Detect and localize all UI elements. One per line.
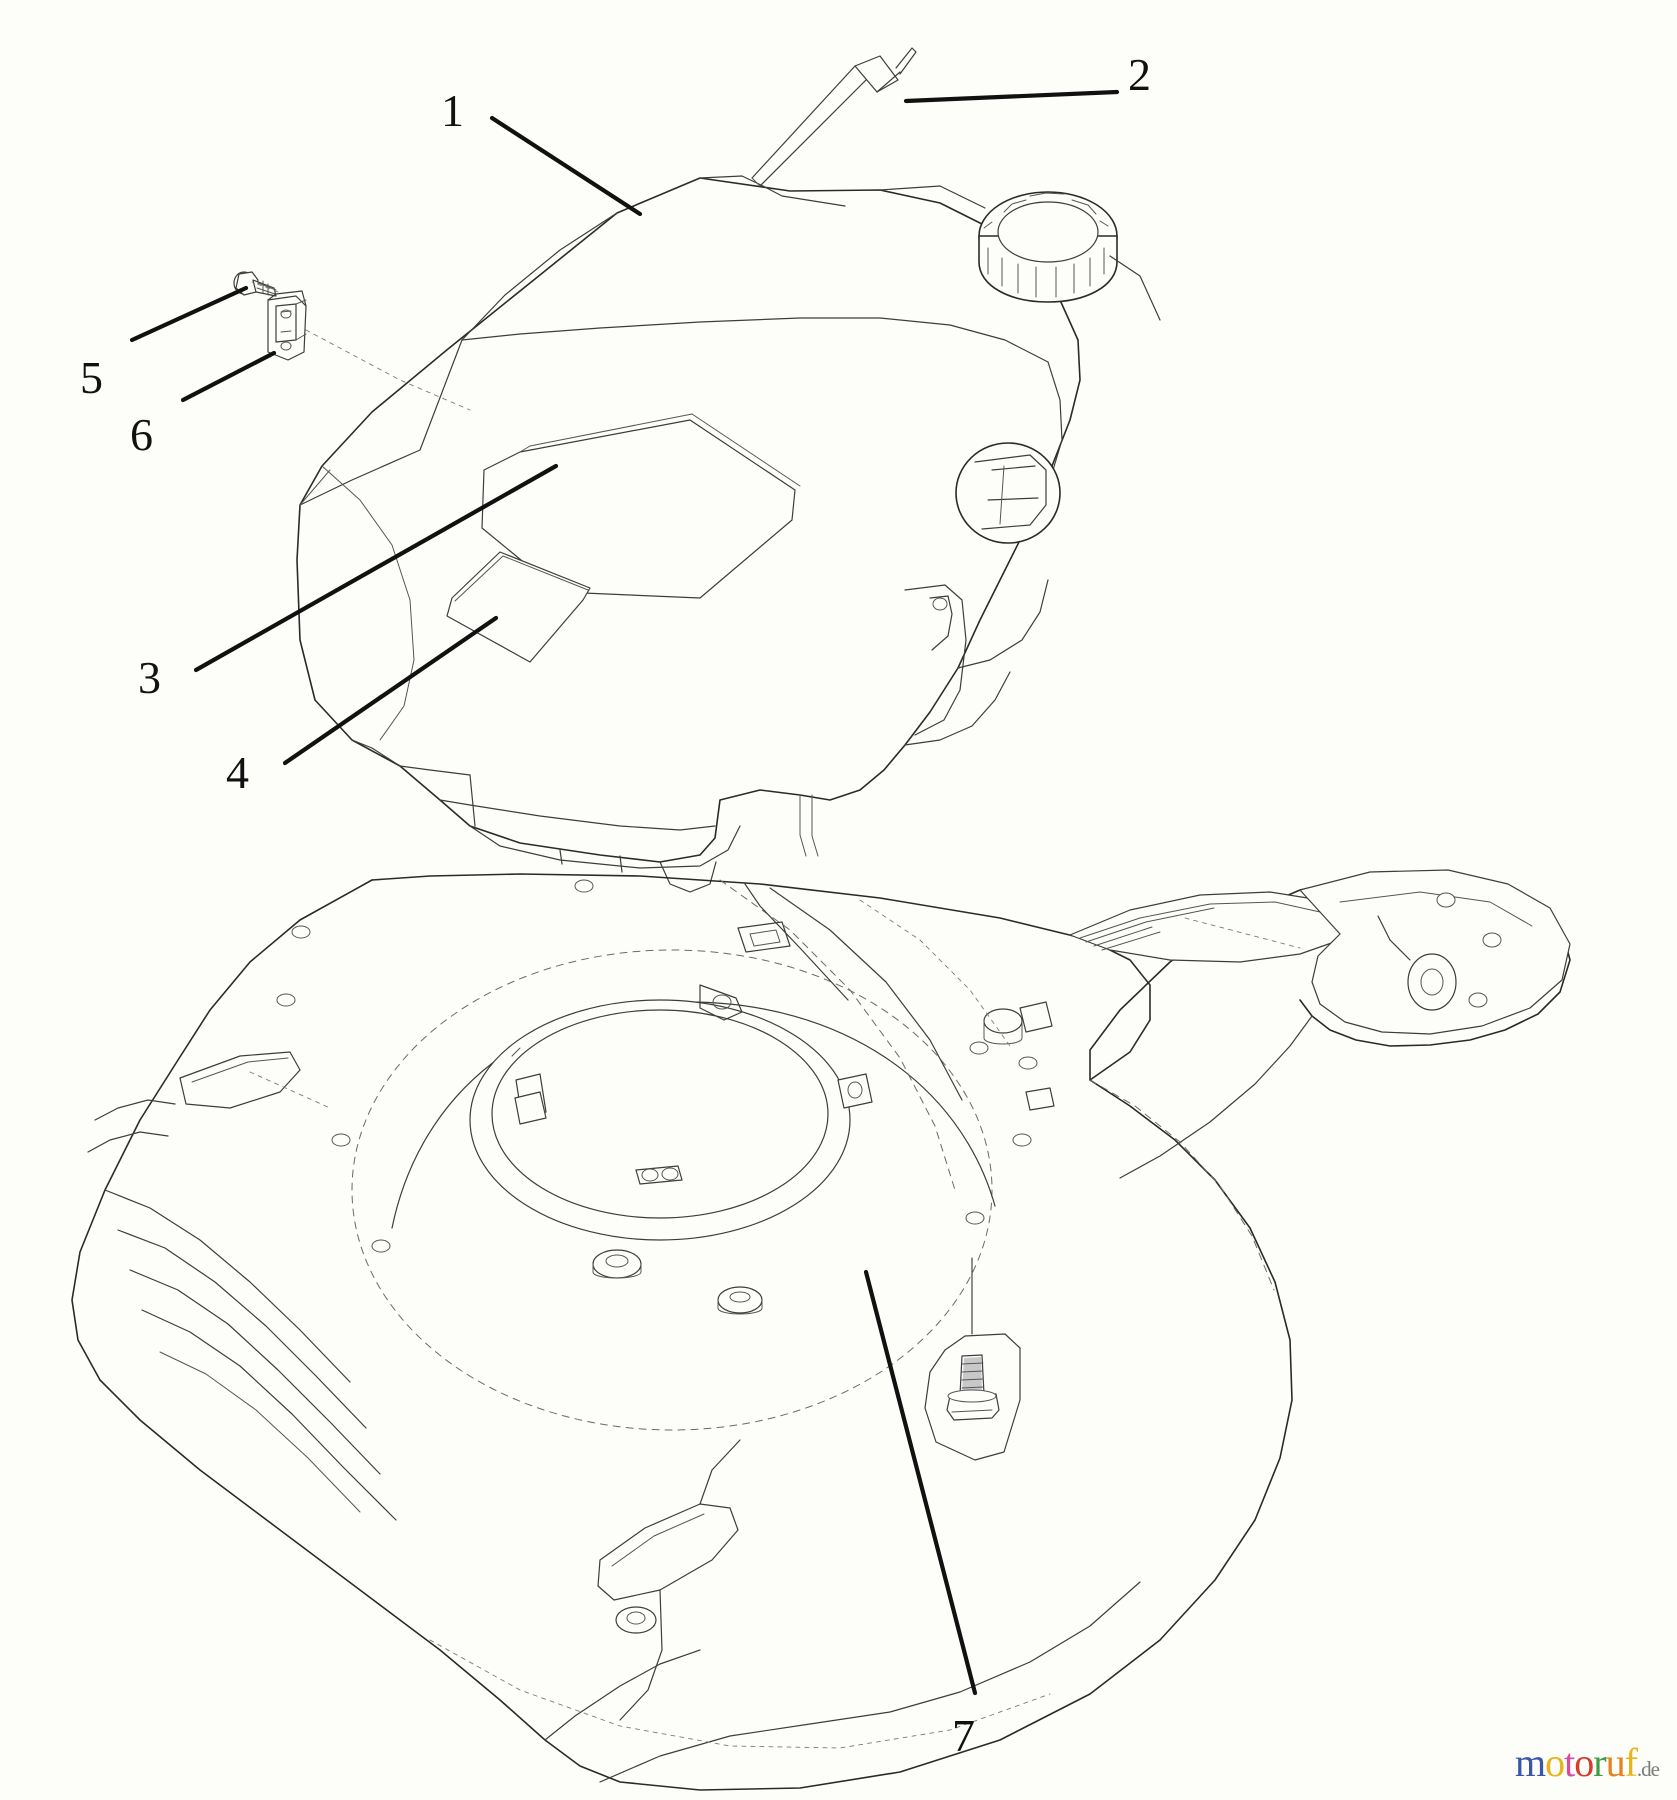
leader-5 (129, 285, 249, 343)
leader-7 (863, 1269, 978, 1696)
deck-bolt (946, 1354, 1000, 1421)
callout-leader-lines (129, 89, 1120, 1696)
callout-number-5: 5 (80, 352, 103, 403)
cover-port (955, 442, 1061, 544)
callout-number-4: 4 (226, 747, 249, 798)
watermark-letter-t: t (1564, 1740, 1575, 1785)
upper-decal-label (481, 413, 801, 599)
leader-1 (489, 115, 643, 217)
callout-number-7: 7 (952, 1710, 975, 1761)
fuel-tank-cap (879, 185, 1161, 321)
watermark-suffix: .de (1636, 1757, 1660, 1781)
dipstick-oil-fill-tube (751, 47, 917, 187)
callout-number-6: 6 (130, 409, 153, 460)
mower-deck (71, 869, 1571, 1791)
leader-4 (282, 615, 499, 766)
watermark-letter-f: f (1624, 1740, 1638, 1785)
blade-spindle-ring (469, 984, 851, 1241)
leader-3 (193, 463, 559, 673)
lower-decal-label (446, 551, 591, 663)
watermark-letter-r: r (1593, 1740, 1606, 1785)
watermark-letter-u: u (1605, 1740, 1626, 1785)
leader-2 (903, 89, 1120, 104)
callout-number-1: 1 (441, 85, 464, 136)
watermark-letter-m: m (1515, 1740, 1546, 1785)
motoruf-watermark: motoruf.de (1515, 1739, 1660, 1786)
cable-clamp-bracket (251, 281, 471, 411)
watermark-letter-o1: o (1545, 1740, 1565, 1785)
callout-number-2: 2 (1128, 49, 1151, 100)
watermark-letter-o2: o (1574, 1740, 1594, 1785)
deck-washers (592, 1008, 1023, 1315)
callout-number-3: 3 (138, 652, 161, 703)
leader-6 (180, 350, 277, 403)
